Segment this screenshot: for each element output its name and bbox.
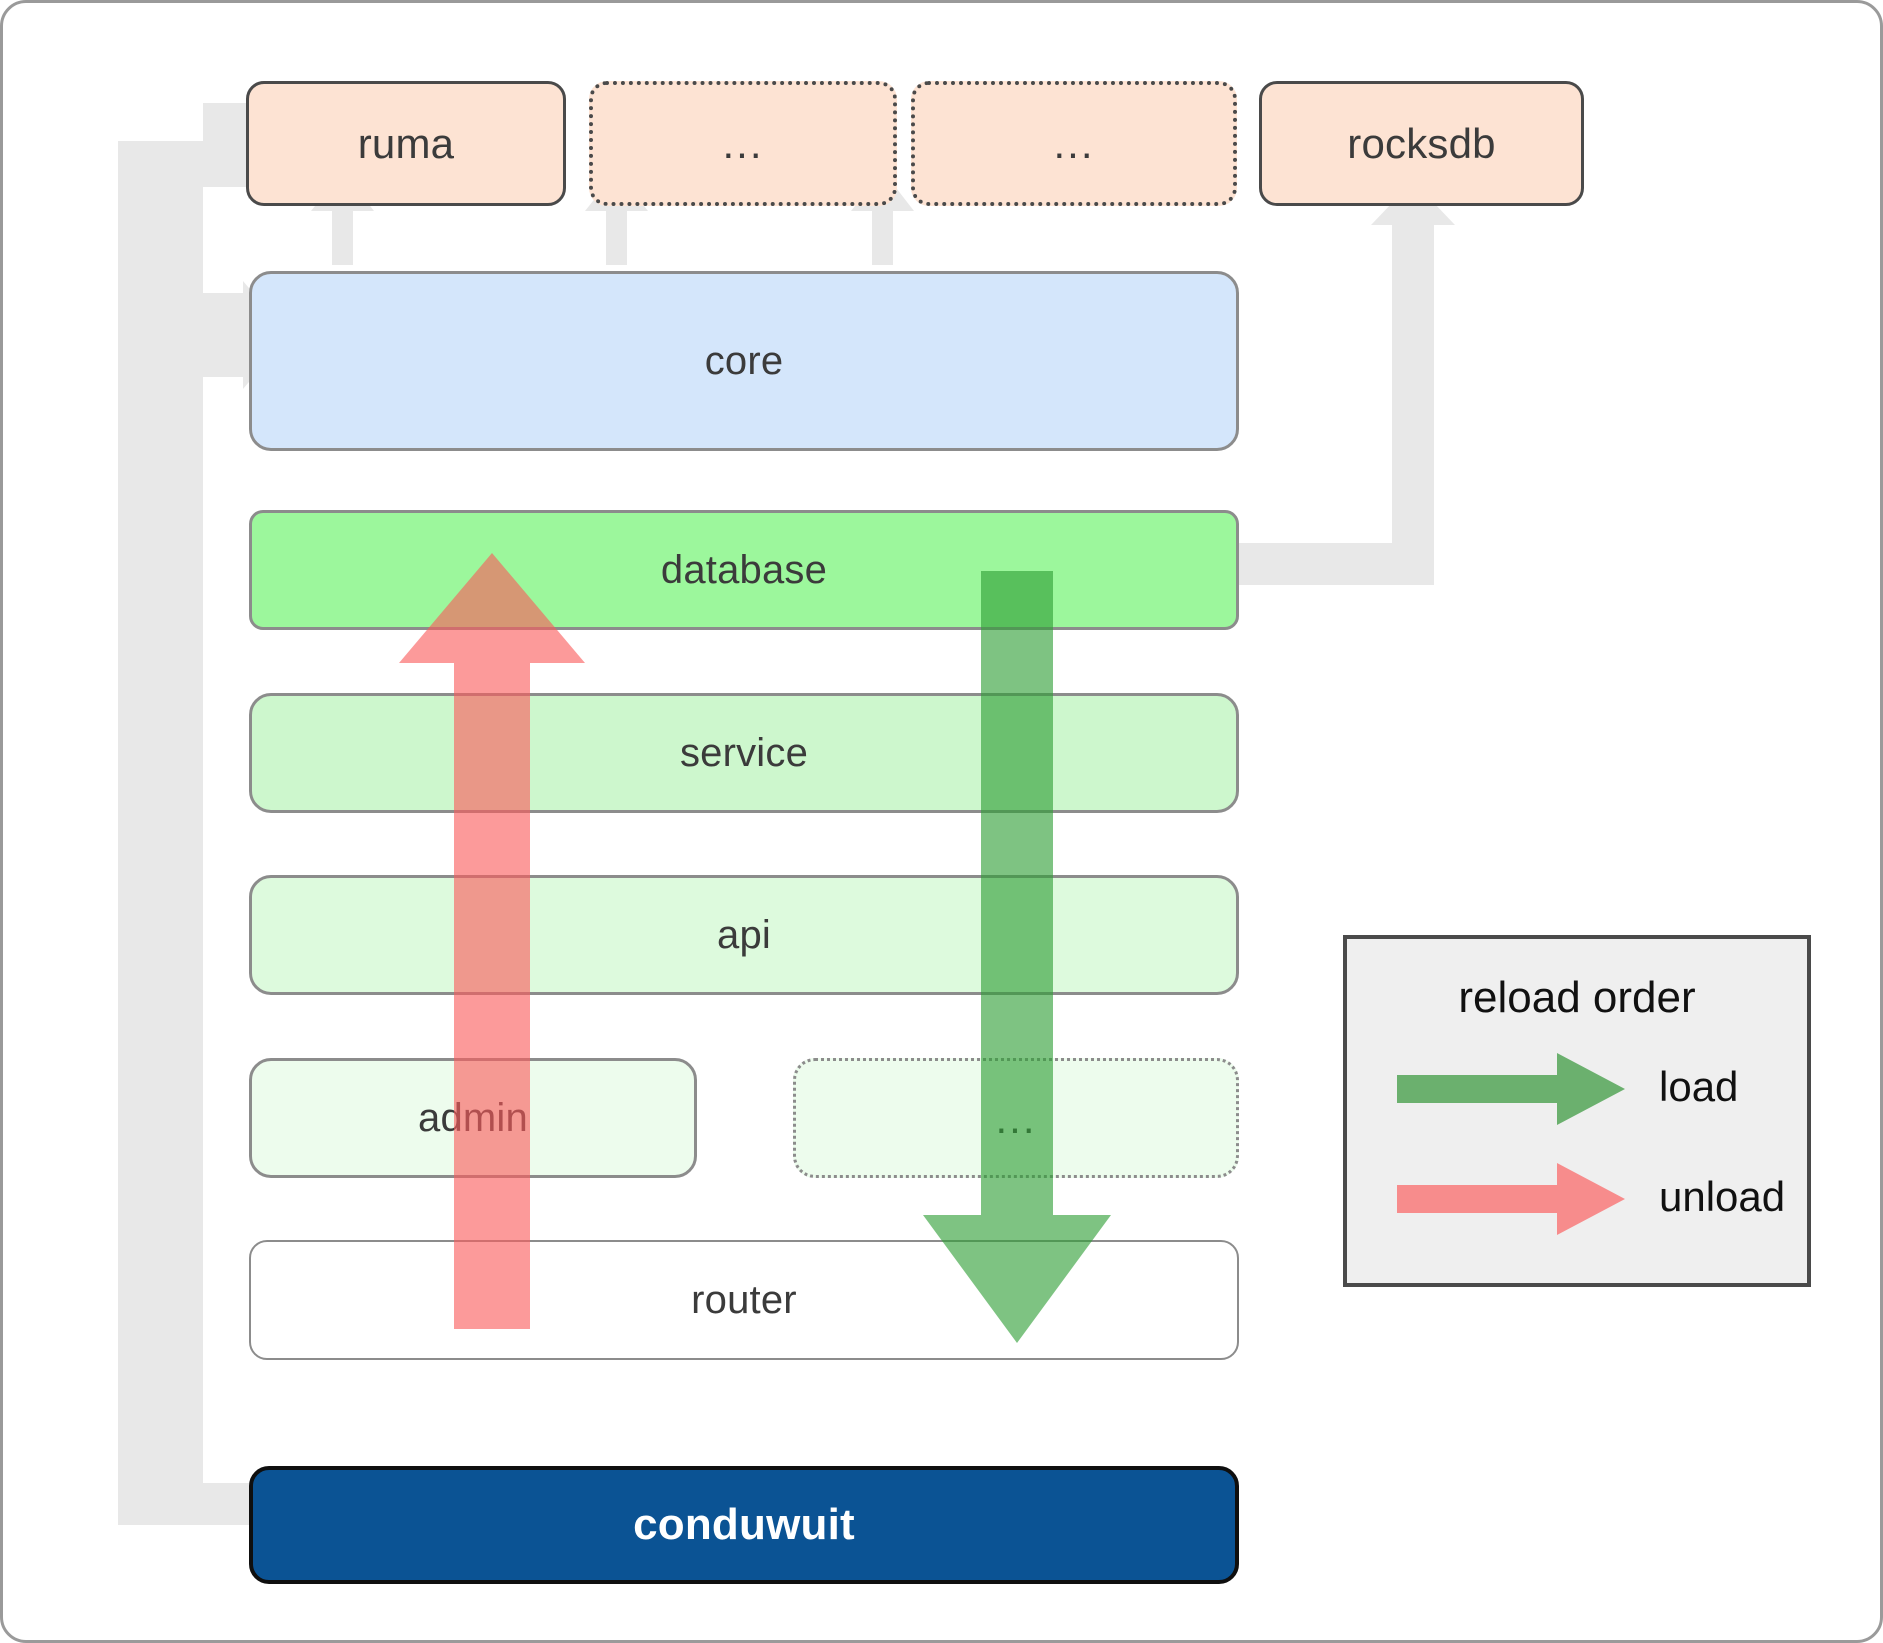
reload-order-arrow-layer xyxy=(399,553,1111,1343)
layer-label: database xyxy=(660,547,828,592)
layer-node-service[interactable]: service xyxy=(249,693,1239,813)
legend-unload-label: unload xyxy=(1659,1173,1786,1220)
layer-node-database[interactable]: database xyxy=(249,510,1239,630)
layer-label: core xyxy=(704,338,784,383)
dependency-label: rocksdb xyxy=(1347,119,1496,167)
legend-load-arrow-icon xyxy=(1397,1053,1625,1125)
dependency-label: ruma xyxy=(357,119,455,167)
layer-label: api xyxy=(717,912,771,957)
legend-unload-arrow-icon xyxy=(1397,1163,1625,1235)
layer-node-api[interactable]: api xyxy=(249,875,1239,995)
legend-title: reload order xyxy=(1458,973,1696,1022)
dependency-node-ruma[interactable]: ruma xyxy=(246,81,566,206)
unload-arrow-icon xyxy=(399,553,585,1329)
layer-label: router xyxy=(691,1277,797,1322)
dependency-node-ellipsis-1[interactable]: ... xyxy=(589,81,897,206)
layer-node-router[interactable]: router xyxy=(249,1240,1239,1360)
dependency-node-ellipsis-2[interactable]: ... xyxy=(911,81,1237,206)
layer-label: service xyxy=(679,730,809,775)
app-label: conduwuit xyxy=(633,1500,855,1549)
legend-load-label: load xyxy=(1659,1063,1739,1110)
app-node-conduwuit[interactable]: conduwuit xyxy=(249,1466,1239,1584)
dependency-node-rocksdb[interactable]: rocksdb xyxy=(1259,81,1584,206)
legend-panel: reload order load unload xyxy=(1343,935,1811,1287)
layer-node-core[interactable]: core xyxy=(249,271,1239,451)
load-arrow-icon xyxy=(923,571,1111,1343)
